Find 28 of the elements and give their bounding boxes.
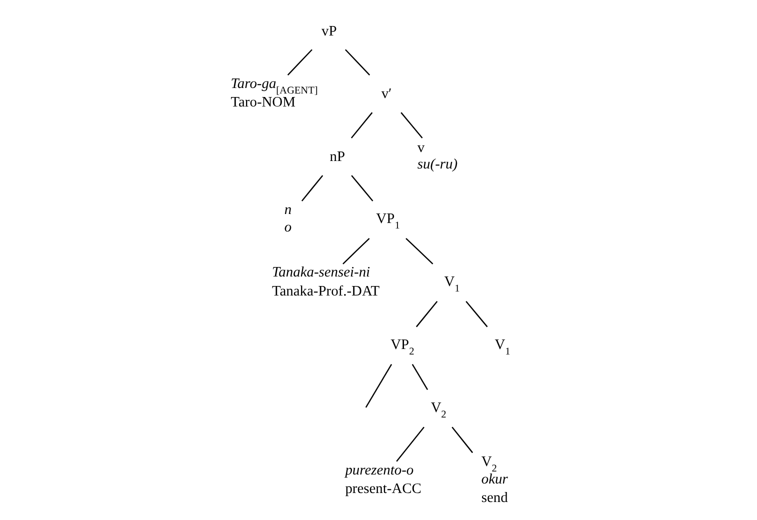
node-text: V$_{1}$ bbox=[494, 336, 510, 358]
connector bbox=[350, 175, 373, 202]
connector bbox=[364, 364, 392, 408]
connector bbox=[411, 364, 428, 390]
node-text: Tanaka-sensei-ni Tanaka-Prof.-DAT bbox=[271, 264, 380, 300]
node-text: v su(-ru) bbox=[416, 140, 458, 172]
connector bbox=[451, 426, 473, 454]
node-text: V$_{1}$ bbox=[444, 274, 460, 294]
connector bbox=[342, 238, 370, 264]
connector bbox=[286, 49, 312, 76]
connector bbox=[344, 49, 370, 76]
node-text: V$_{2}$ bbox=[430, 400, 446, 420]
connector bbox=[300, 175, 323, 202]
connector bbox=[350, 112, 372, 138]
node-text: VP$_{2}$ bbox=[390, 336, 414, 358]
node-text: V$_{2}$ okur send bbox=[480, 454, 508, 506]
connector bbox=[400, 112, 422, 138]
node-text: n o bbox=[284, 202, 292, 236]
connector bbox=[415, 300, 438, 328]
node-text: v′ bbox=[380, 86, 392, 102]
connector bbox=[405, 238, 433, 264]
node-text: purezento-o present-ACC bbox=[344, 462, 421, 497]
connector bbox=[465, 300, 488, 328]
node-text: VP$_{1}$ bbox=[376, 211, 400, 232]
node-text: nP bbox=[329, 149, 344, 166]
connector bbox=[396, 426, 424, 462]
node-text: Taro-ga$_{[AGENT]}$ Taro-NOM bbox=[230, 76, 318, 110]
node-text: vP bbox=[320, 23, 336, 40]
